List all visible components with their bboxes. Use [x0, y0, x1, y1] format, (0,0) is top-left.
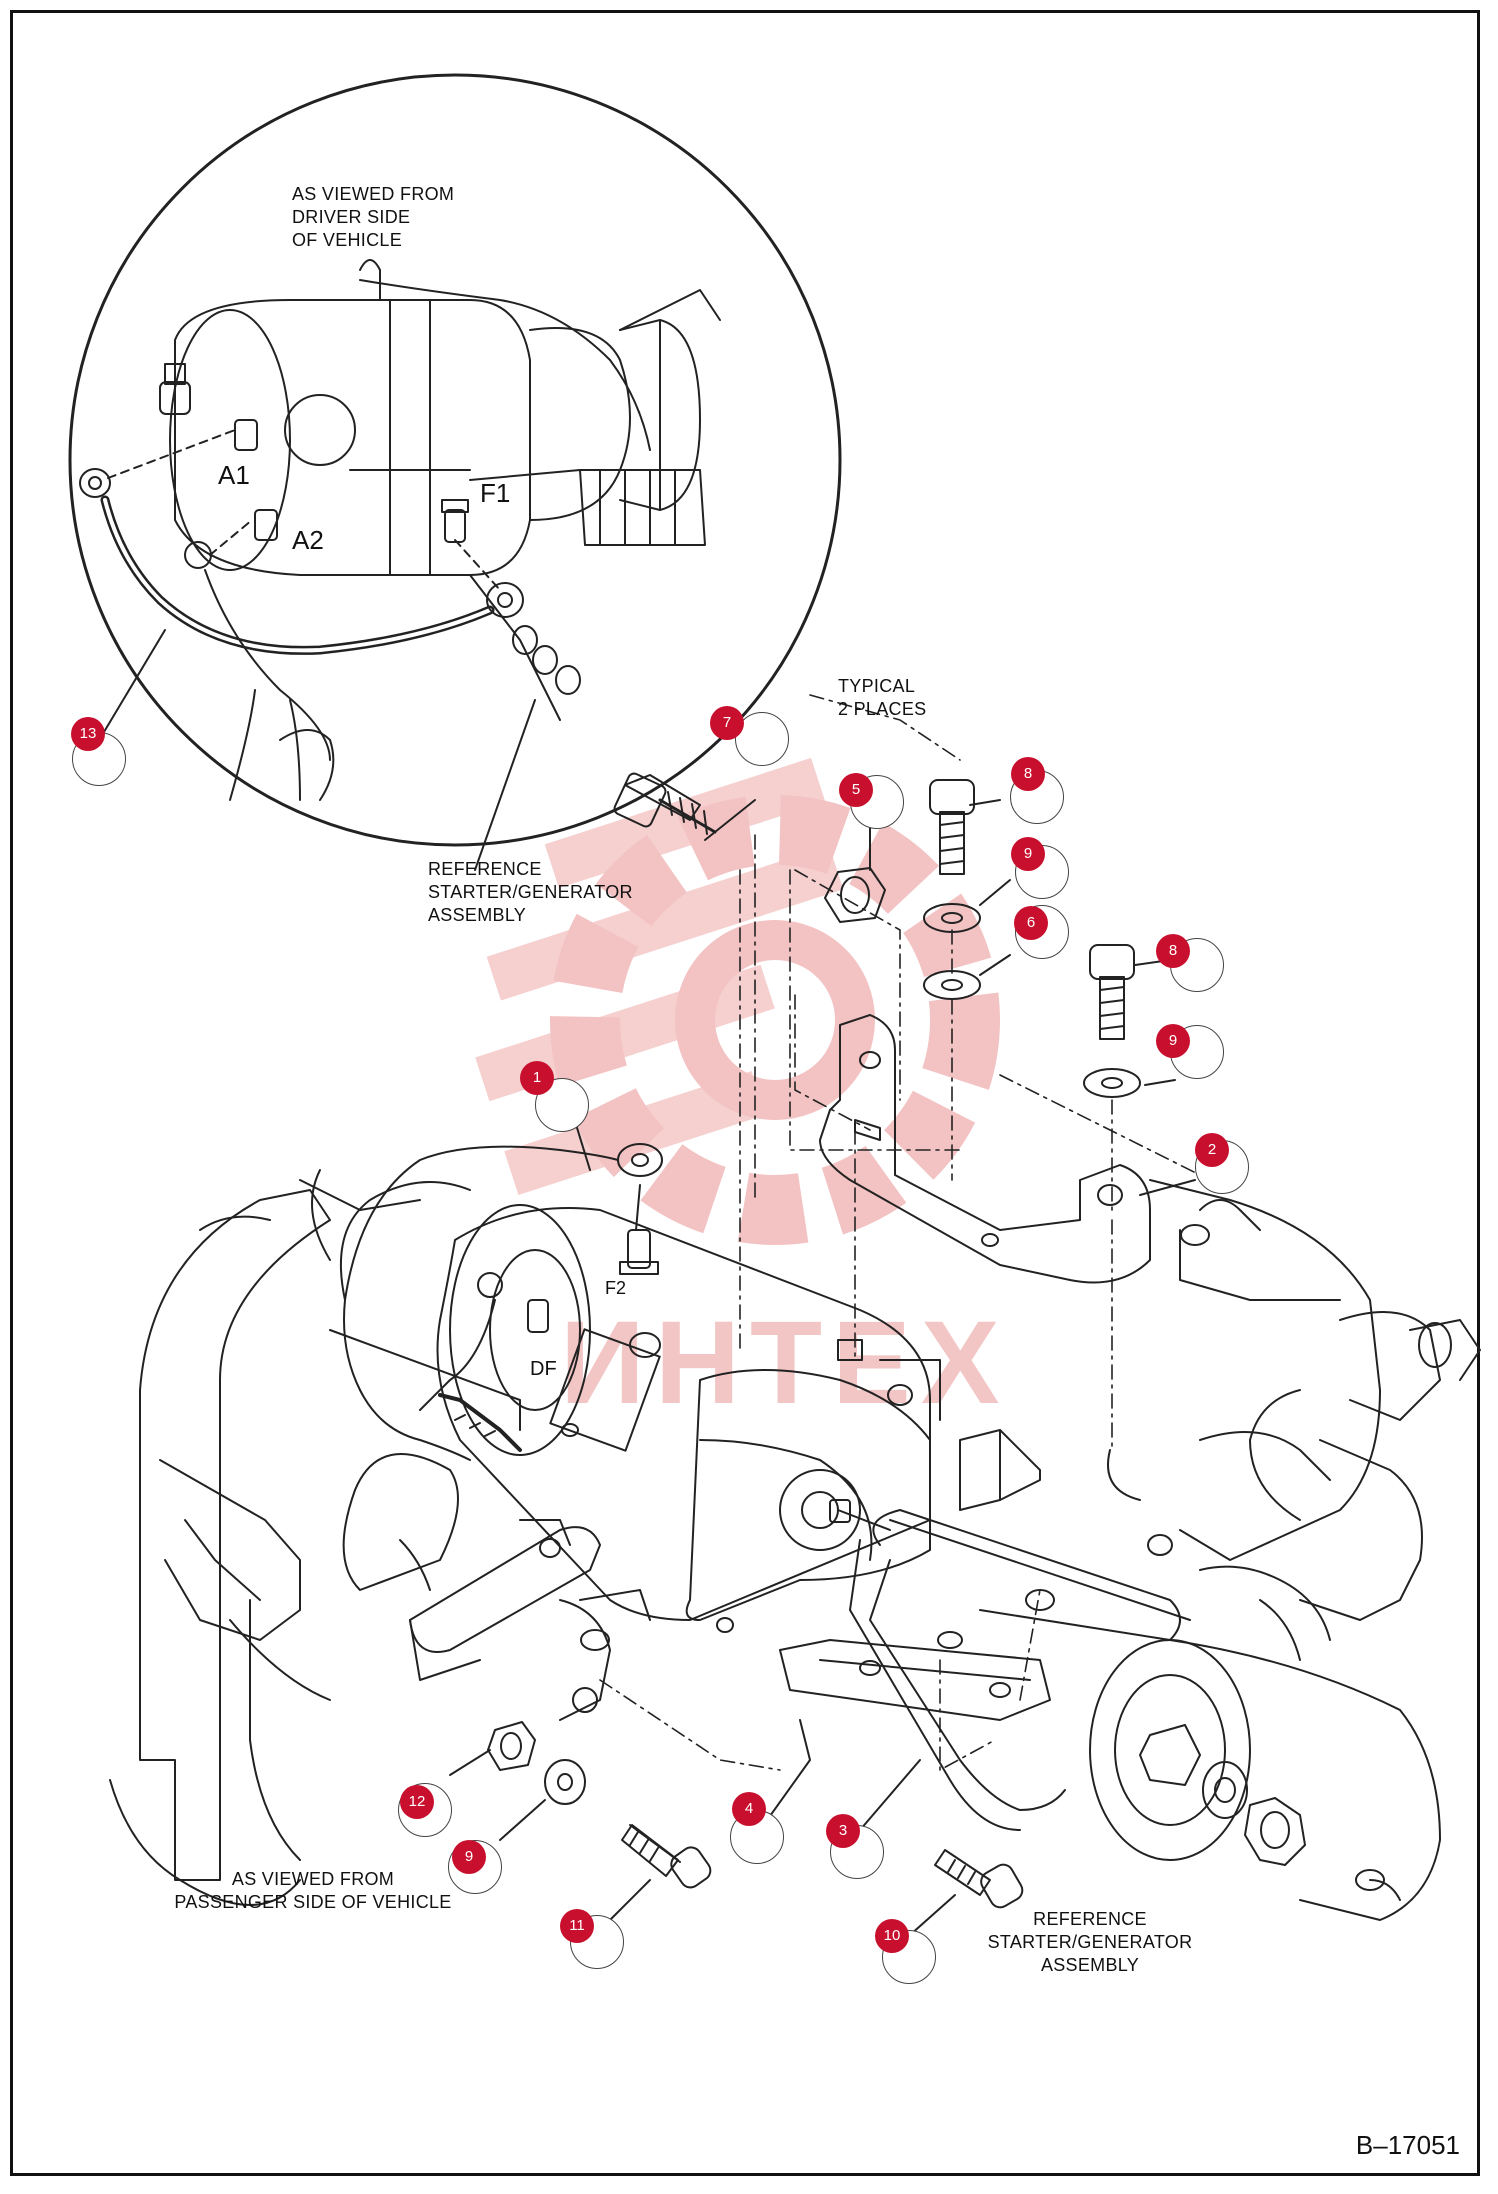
callout-12[interactable]: 12	[400, 1785, 434, 1819]
terminal-label-f1: F1	[480, 478, 511, 508]
callout-7[interactable]: 7	[710, 706, 744, 740]
callout-1[interactable]: 1	[520, 1061, 554, 1095]
callout-ring	[735, 712, 789, 766]
watermark-text: ИНТЕХ	[560, 1297, 1010, 1429]
terminal-label-a1: A1	[218, 460, 250, 490]
callout-6[interactable]: 6	[1014, 906, 1048, 940]
label-typical-2-places: TYPICAL 2 PLACES	[838, 676, 927, 719]
terminal-label-f2: F2	[605, 1278, 627, 1298]
label-reference-starter-generator-bottom: REFERENCE STARTER/GENERATOR ASSEMBLY	[987, 1909, 1193, 1975]
callout-13[interactable]: 13	[71, 717, 105, 751]
callout-11[interactable]: 11	[560, 1909, 594, 1943]
label-passenger-side-view: AS VIEWED FROM PASSENGER SIDE OF VEHICLE	[174, 1869, 452, 1912]
callout-8[interactable]: 8	[1156, 934, 1190, 968]
callout-9[interactable]: 9	[452, 1840, 486, 1874]
page-border	[10, 10, 1480, 2176]
terminal-label-a2: A2	[292, 525, 324, 555]
document-number: B–17051	[1355, 2130, 1460, 2160]
label-reference-starter-generator-top: REFERENCE STARTER/GENERATOR ASSEMBLY	[428, 859, 633, 925]
callout-3[interactable]: 3	[826, 1814, 860, 1848]
driver-side-inset	[68, 73, 842, 847]
callout-10[interactable]: 10	[875, 1919, 909, 1953]
callout-9[interactable]: 9	[1011, 837, 1045, 871]
callout-9[interactable]: 9	[1156, 1024, 1190, 1058]
callout-4[interactable]: 4	[732, 1792, 766, 1826]
terminal-label-df: DF	[530, 1358, 557, 1380]
callout-2[interactable]: 2	[1195, 1133, 1229, 1167]
label-driver-side-view: AS VIEWED FROM DRIVER SIDE OF VEHICLE	[292, 184, 455, 250]
callout-5[interactable]: 5	[839, 773, 873, 807]
callout-8[interactable]: 8	[1011, 757, 1045, 791]
